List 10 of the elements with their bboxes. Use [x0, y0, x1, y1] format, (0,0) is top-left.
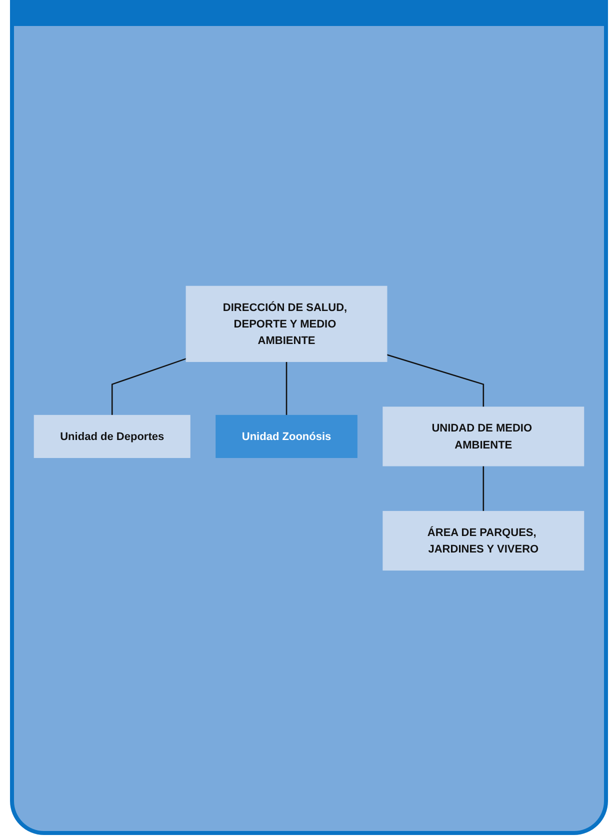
connector [482, 466, 484, 512]
connector [386, 354, 484, 408]
node-box [382, 511, 584, 571]
panel-background: DIRECCIÓN DE SALUD, DEPORTE Y MEDIO AMBIENTE Unidad de Deportes Unidad Zoonósis UNIDAD DE MEDIO AMBIENTE ÁREA DE PARQUES, JARDINES Y VIVERO [10, 0, 608, 835]
connector [286, 362, 288, 416]
node-box [34, 415, 190, 458]
connector [111, 358, 186, 416]
node-box [186, 286, 388, 362]
node-box [382, 406, 584, 467]
node-box [216, 415, 358, 458]
